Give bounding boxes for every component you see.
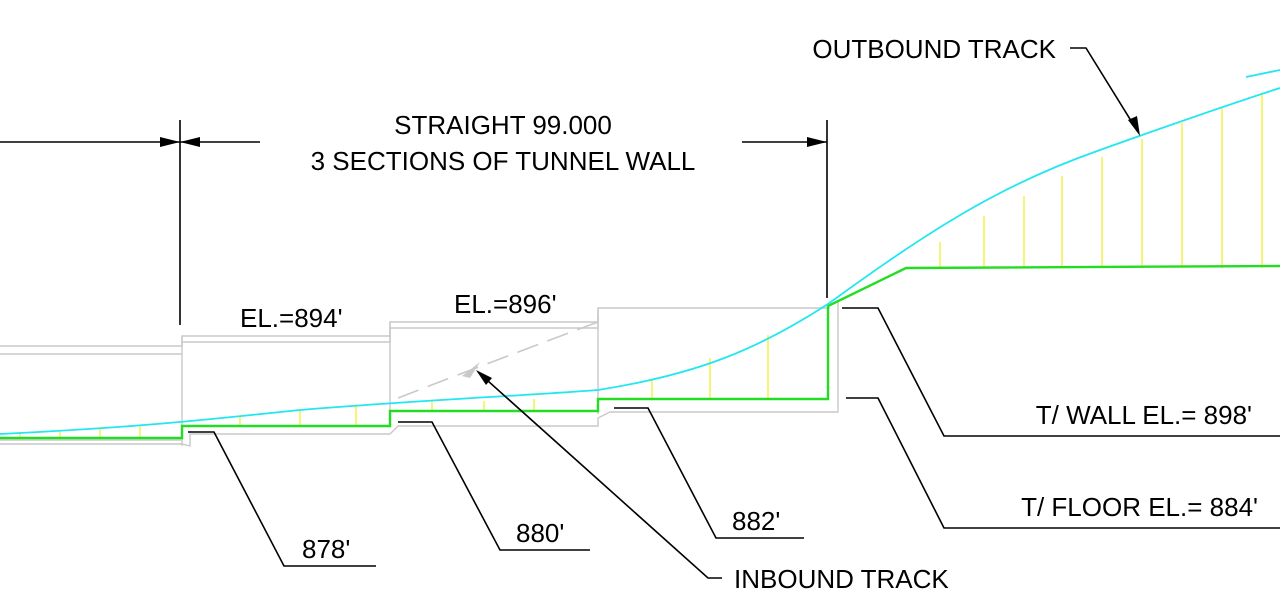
outbound-track-line (0, 87, 1280, 435)
inbound-track-label: INBOUND TRACK (734, 564, 949, 594)
wall-el-label: T/ WALL EL.= 898' (1036, 400, 1252, 430)
floor-el-label: T/ FLOOR EL.= 884' (1021, 492, 1258, 522)
inbound-track-dashed (397, 321, 599, 399)
outbound-track-leader (1070, 47, 1140, 136)
wall-top-outline (0, 307, 830, 347)
el-880-leader (398, 421, 590, 551)
wall-bottom-outline (0, 300, 839, 447)
floor-el-leader (846, 397, 1280, 529)
inbound-track-arrowhead (462, 362, 480, 378)
el-882-leader (614, 407, 804, 539)
floor-profile-line (0, 264, 1280, 440)
el-894-label: EL.=894' (240, 303, 343, 333)
outbound-track-label: OUTBOUND TRACK (812, 34, 1056, 64)
tunnel-wall-outlines (0, 300, 839, 447)
dimension-line (0, 120, 828, 325)
el-878-leader (188, 431, 376, 567)
el-882-label: 882' (732, 506, 780, 536)
inbound-track-leader (476, 370, 722, 579)
wall-el-leader (842, 307, 1280, 437)
el-880-label: 880' (516, 518, 564, 548)
el-896-label: EL.=896' (454, 289, 557, 319)
dimension-text-line1: STRAIGHT 99.000 (394, 110, 612, 140)
el-878-label: 878' (302, 534, 350, 564)
dimension-text-line2: 3 SECTIONS OF TUNNEL WALL (311, 146, 696, 176)
yellow-hatch (19, 93, 1263, 438)
